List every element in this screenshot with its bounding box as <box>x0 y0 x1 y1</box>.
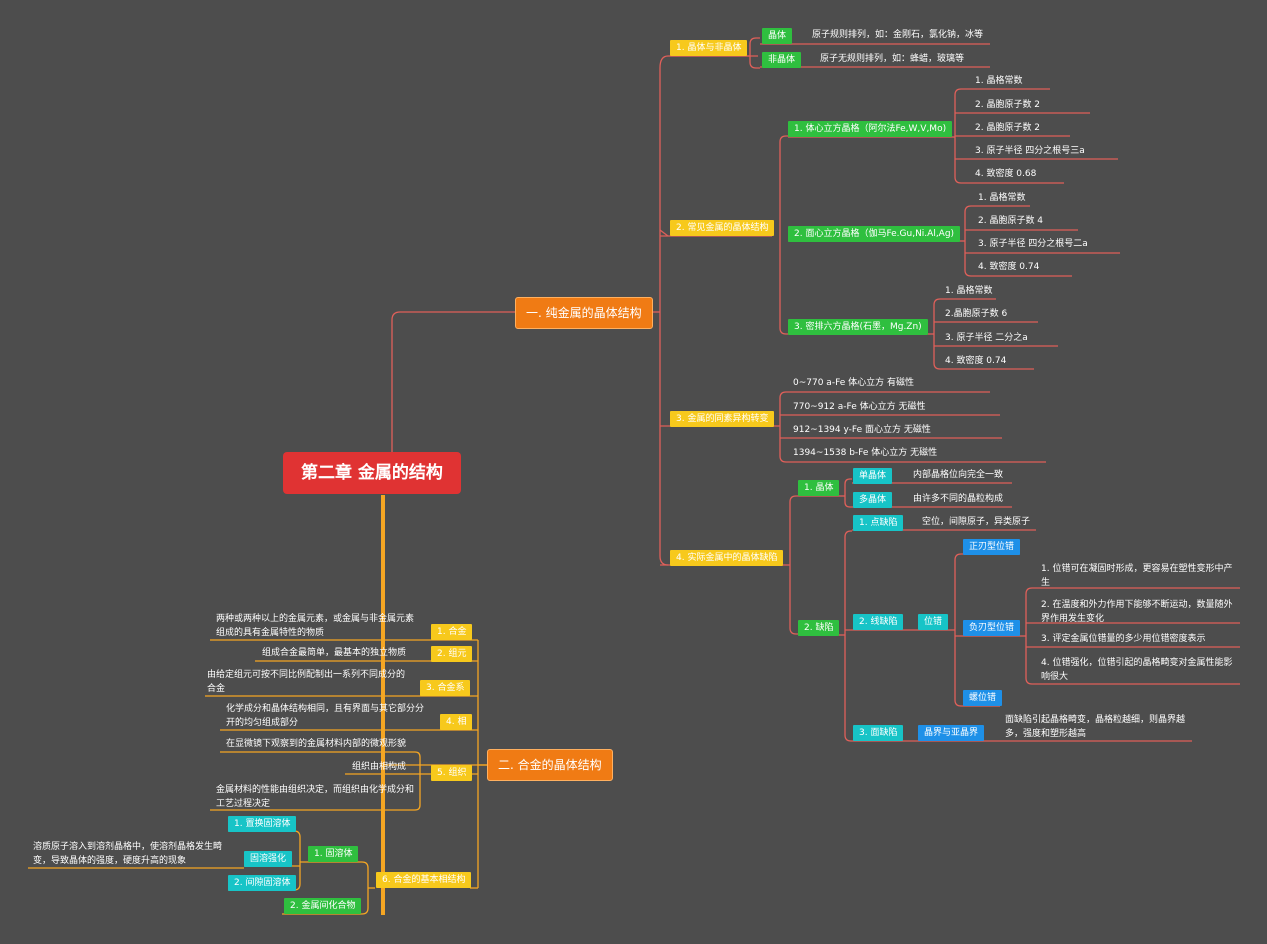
allotropic-row: 0~770 a-Fe 体心立方 有磁性 <box>793 378 915 388</box>
tag-amorphous[interactable]: 非晶体 <box>762 52 802 68</box>
grain-boundary[interactable]: 晶界与亚晶界 <box>918 725 985 741</box>
hcp-lattice[interactable]: 3. 密排六方晶格(石墨，Mg.Zn) <box>788 319 928 335</box>
section-crystal-vs-amorphous[interactable]: 1. 晶体与非晶体 <box>670 40 748 56</box>
tag-polycrystal[interactable]: 多晶体 <box>853 492 893 508</box>
hcp-item: 1. 晶格常数 <box>945 286 993 296</box>
allotropic-row: 770~912 a-Fe 体心立方 无磁性 <box>793 402 926 412</box>
dislocation-note: 2. 在温度和外力作用下能够不断运动，数量随外界作用发生变化 <box>1041 600 1233 624</box>
organization-node[interactable]: 5. 组织 <box>431 765 473 781</box>
allotropic-row: 1394~1538 b-Fe 体心立方 无磁性 <box>793 448 938 458</box>
screw-dislocation[interactable]: 螺位错 <box>963 690 1003 706</box>
alloy-item-desc: 化学成分和晶体结构相同，且有界面与其它部分分开的均匀组成部分 <box>226 704 425 728</box>
fcc-lattice[interactable]: 2. 面心立方晶格（伽马Fe.Gu,Ni.Al,Ag) <box>788 226 961 242</box>
hcp-item: 2.晶胞原子数 6 <box>945 309 1008 319</box>
fcc-item: 4. 致密度 0.74 <box>978 262 1040 272</box>
organization-desc: 在显微镜下观察到的金属材料内部的微观形貌 <box>226 739 407 749</box>
basic-phase-structure[interactable]: 6. 合金的基本相结构 <box>376 872 472 888</box>
bcc-item: 2. 晶胞原子数 2 <box>975 123 1041 133</box>
bcc-item: 2. 晶胞原子数 2 <box>975 100 1041 110</box>
single-crystal-desc: 内部晶格位向完全一致 <box>913 470 1004 480</box>
tag-point-defect[interactable]: 1. 点缺陷 <box>853 515 904 531</box>
alloy-item-label[interactable]: 2. 组元 <box>431 646 473 662</box>
solid-solution[interactable]: 1. 固溶体 <box>308 846 359 862</box>
main-topic-alloy[interactable]: 二. 合金的晶体结构 <box>487 749 613 781</box>
bcc-item: 1. 晶格常数 <box>975 76 1023 86</box>
fcc-item: 3. 原子半径 四分之根号二a <box>978 239 1088 249</box>
substitutional-solid-solution[interactable]: 1. 置换固溶体 <box>228 816 297 832</box>
defect-node[interactable]: 2. 缺陷 <box>798 620 840 636</box>
alloy-item-desc: 两种或两种以上的金属元素，或金属与非金属元素组成的具有金属特性的物质 <box>216 614 415 638</box>
section-defects[interactable]: 4. 实际金属中的晶体缺陷 <box>670 550 784 566</box>
fcc-item: 1. 晶格常数 <box>978 193 1026 203</box>
dislocation-note: 4. 位错强化，位错引起的晶格畸变对金属性能影响很大 <box>1041 658 1233 682</box>
organization-desc: 组织由相构成 <box>352 762 407 772</box>
tag-line-defect[interactable]: 2. 线缺陷 <box>853 614 904 630</box>
positive-edge-dislocation[interactable]: 正刃型位错 <box>963 539 1021 555</box>
solid-solution-strengthening[interactable]: 固溶强化 <box>244 851 293 867</box>
alloy-item-label[interactable]: 3. 合金系 <box>420 680 471 696</box>
bcc-item: 3. 原子半径 四分之根号三a <box>975 146 1085 156</box>
hcp-item: 3. 原子半径 二分之a <box>945 333 1028 343</box>
organization-desc: 金属材料的性能由组织决定，而组织由化学成分和工艺过程决定 <box>216 785 415 809</box>
fcc-item: 2. 晶胞原子数 4 <box>978 216 1044 226</box>
alloy-item-desc: 组成合金最简单，最基本的独立物质 <box>262 648 407 658</box>
tag-single-crystal[interactable]: 单晶体 <box>853 468 893 484</box>
tag-dislocation[interactable]: 位错 <box>918 614 949 630</box>
crystal-node[interactable]: 1. 晶体 <box>798 480 840 496</box>
point-defect-desc: 空位，间隙原子，异类原子 <box>922 517 1031 527</box>
alloy-item-desc: 由给定组元可按不同比例配制出一系列不同成分的合金 <box>207 670 406 694</box>
interstitial-solid-solution[interactable]: 2. 间隙固溶体 <box>228 875 297 891</box>
bcc-lattice[interactable]: 1. 体心立方晶格（阿尔法Fe,W,V,Mo) <box>788 121 953 137</box>
alloy-item-label[interactable]: 4. 相 <box>440 714 473 730</box>
allotropic-row: 912~1394 y-Fe 面心立方 无磁性 <box>793 425 931 435</box>
hcp-item: 4. 致密度 0.74 <box>945 356 1007 366</box>
root-topic[interactable]: 第二章 金属的结构 <box>283 452 461 494</box>
amorphous-desc: 原子无规则排列，如：蜂蜡，玻璃等 <box>820 54 965 64</box>
tag-surface-defect[interactable]: 3. 面缺陷 <box>853 725 904 741</box>
polycrystal-desc: 由许多不同的晶粒构成 <box>913 494 1004 504</box>
intermetallic-compound[interactable]: 2. 金属间化合物 <box>284 898 362 914</box>
negative-edge-dislocation[interactable]: 负刃型位错 <box>963 620 1021 636</box>
crystal-desc: 原子规则排列，如：金刚石，氯化钠，冰等 <box>812 30 984 40</box>
main-topic-pure-metal[interactable]: 一. 纯金属的晶体结构 <box>515 297 653 329</box>
dislocation-note: 3. 评定金属位错量的多少用位错密度表示 <box>1041 634 1206 644</box>
dislocation-note: 1. 位错可在凝固时形成，更容易在塑性变形中产生 <box>1041 564 1233 588</box>
tag-crystal[interactable]: 晶体 <box>762 28 793 44</box>
surface-defect-desc: 面缺陷引起晶格畸变，晶格粒越细，则晶界越多，强度和塑形越高 <box>1005 715 1186 739</box>
alloy-item-label[interactable]: 1. 合金 <box>431 624 473 640</box>
section-allotropic[interactable]: 3. 金属的同素异构转变 <box>670 411 775 427</box>
section-crystal-structures[interactable]: 2. 常见金属的晶体结构 <box>670 220 775 236</box>
strengthening-desc: 溶质原子溶入到溶剂晶格中，使溶剂晶格发生畸变，导致晶体的强度，硬度升高的现象 <box>33 842 223 866</box>
bcc-item: 4. 致密度 0.68 <box>975 169 1037 179</box>
